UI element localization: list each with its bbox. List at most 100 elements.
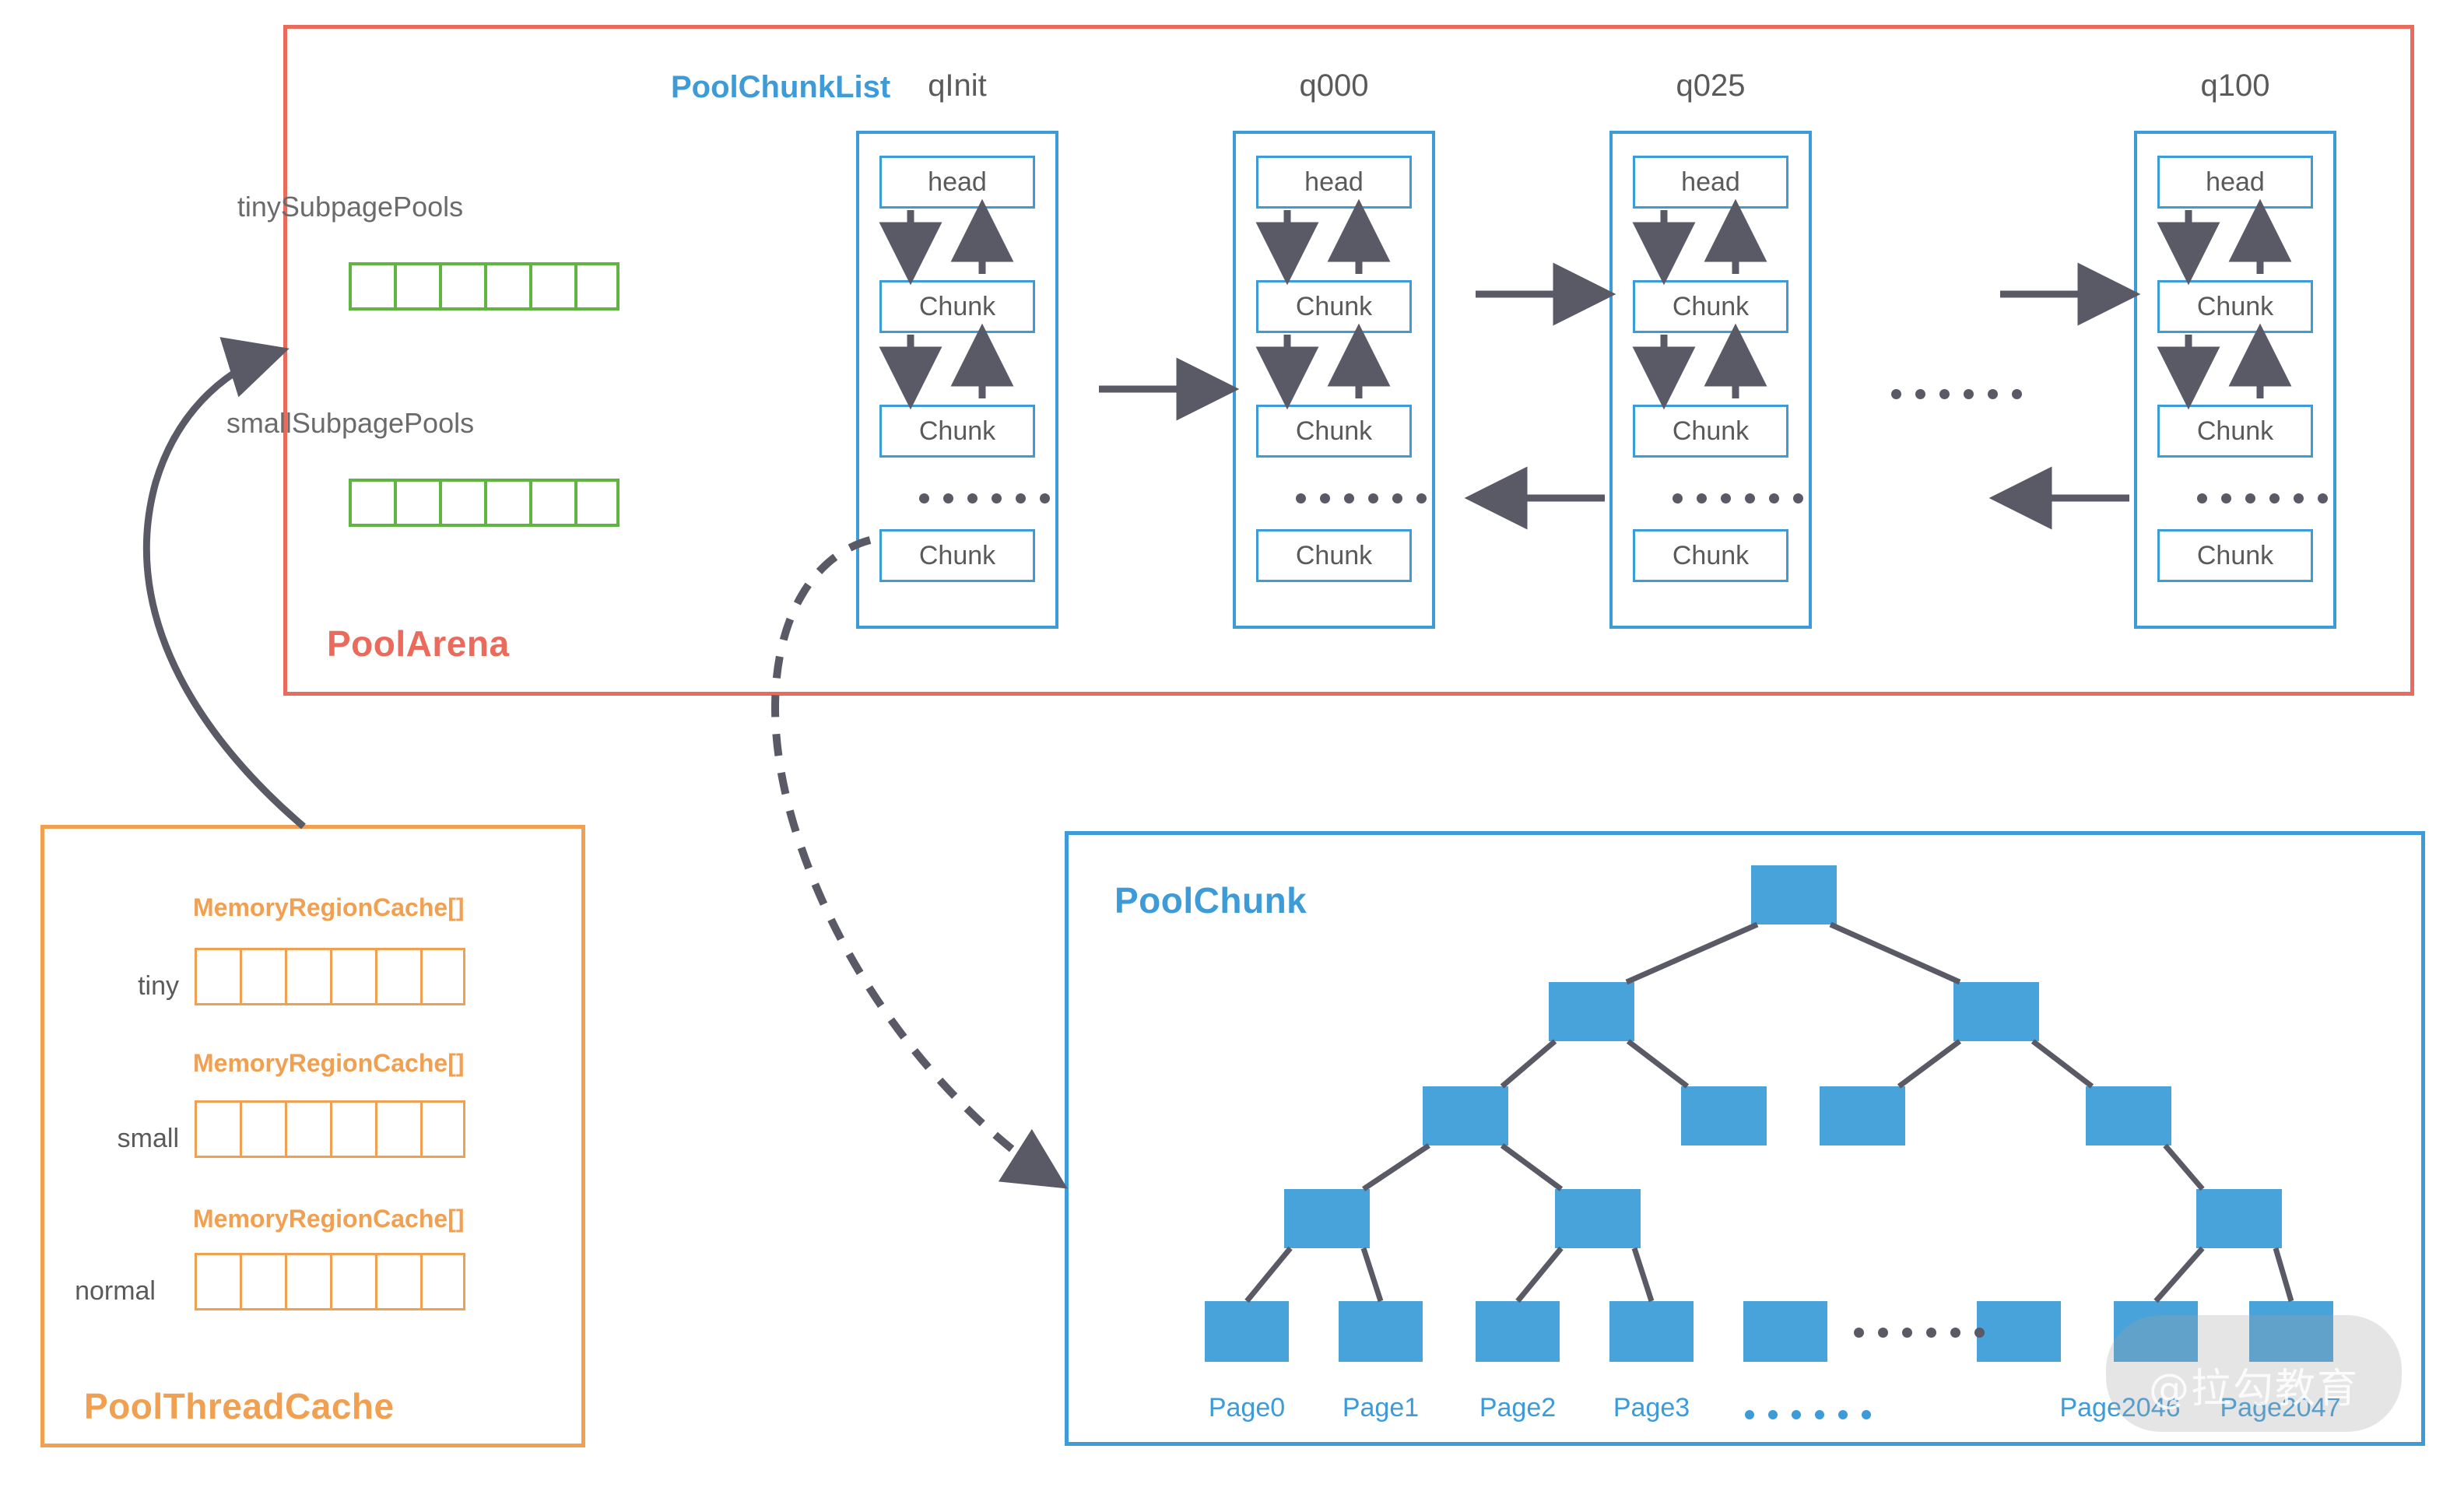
subpage-cell (349, 262, 394, 310)
small-subpage-pools-array (349, 479, 620, 527)
tiny-subpage-pools-array (349, 262, 620, 310)
column-header-q025: q025 (1676, 68, 1746, 103)
tree-node-l3 (2196, 1189, 2282, 1248)
column-ellipsis (1296, 493, 1427, 503)
subpage-cell (574, 262, 620, 310)
watermark-text: @拉勾教育 (2148, 1366, 2359, 1412)
cache-cell (240, 1253, 285, 1310)
cache-cell (330, 1100, 375, 1158)
node-head: head (1256, 156, 1412, 209)
tree-node-l2 (2086, 1086, 2171, 1145)
page-label-page2046: Page2046 (2059, 1393, 2181, 1423)
tree-node-l2 (1820, 1086, 1905, 1145)
cache-cell (240, 948, 285, 1005)
row-label-normal: normal (75, 1276, 156, 1306)
cache-cell (420, 1253, 465, 1310)
cache-cell (375, 1253, 420, 1310)
chunk-list-column-q100 (2134, 131, 2336, 629)
cache-cell (330, 1253, 375, 1310)
cache-cell (195, 1253, 240, 1310)
tree-node-page1 (1339, 1301, 1423, 1362)
columns-gap-ellipsis (1891, 389, 2022, 399)
subpage-cell (439, 479, 484, 527)
subpage-cell (484, 479, 529, 527)
pool-arena-title: PoolArena (327, 623, 510, 664)
memory-region-cache-array-tiny (195, 948, 465, 1005)
cache-cell (330, 948, 375, 1005)
tree-node-page0 (1205, 1301, 1289, 1362)
watermark-pill (2106, 1315, 2402, 1432)
small-subpage-pools-label: smallSubpagePools (226, 407, 475, 439)
node-chunk-tail: Chunk (1633, 529, 1788, 582)
node-chunk: Chunk (2157, 405, 2313, 458)
cache-cell (285, 1100, 330, 1158)
column-ellipsis (919, 493, 1050, 503)
tree-node-l1 (1953, 982, 2039, 1041)
memory-region-cache-array-normal (195, 1253, 465, 1310)
cache-cell (420, 1100, 465, 1158)
leaf-row-ellipsis (1854, 1328, 1985, 1338)
tree-node-page2046 (2114, 1301, 2198, 1362)
subpage-cell (349, 479, 394, 527)
subpage-cell (529, 262, 574, 310)
subpage-cell (484, 262, 529, 310)
node-head: head (1633, 156, 1788, 209)
node-chunk: Chunk (879, 280, 1035, 333)
cache-cell (375, 948, 420, 1005)
node-chunk: Chunk (2157, 280, 2313, 333)
pool-chunk-list-title: PoolChunkList (671, 70, 891, 104)
tree-node-page-n (1977, 1301, 2061, 1362)
page-label-page0: Page0 (1208, 1393, 1286, 1423)
tree-node-page4 (1743, 1301, 1827, 1362)
tree-node-l2 (1423, 1086, 1508, 1145)
node-chunk-tail: Chunk (2157, 529, 2313, 582)
node-chunk-tail: Chunk (879, 529, 1035, 582)
tree-node-l3 (1555, 1189, 1641, 1248)
node-chunk: Chunk (1256, 280, 1412, 333)
node-chunk: Chunk (1256, 405, 1412, 458)
chunk-list-column-q025 (1609, 131, 1812, 629)
subpage-cell (574, 479, 620, 527)
tree-node-page3 (1609, 1301, 1694, 1362)
tiny-subpage-pools-label: tinySubpagePools (237, 191, 464, 223)
tree-node-l3 (1284, 1189, 1370, 1248)
subpage-cell (529, 479, 574, 527)
node-head: head (879, 156, 1035, 209)
page-label-page1: Page1 (1342, 1393, 1420, 1423)
column-ellipsis (2197, 493, 2328, 503)
memory-region-cache-label-tiny: MemoryRegionCache[] (193, 893, 465, 921)
node-head: head (2157, 156, 2313, 209)
page-label-page3: Page3 (1613, 1393, 1690, 1423)
memory-region-cache-array-small (195, 1100, 465, 1158)
node-chunk: Chunk (1633, 405, 1788, 458)
tree-node-l2 (1681, 1086, 1767, 1145)
row-label-tiny: tiny (138, 971, 179, 1001)
memory-region-cache-label-small: MemoryRegionCache[] (193, 1049, 465, 1077)
page-label-ellipsis (1745, 1410, 1871, 1419)
node-chunk-tail: Chunk (1256, 529, 1412, 582)
node-chunk: Chunk (879, 405, 1035, 458)
subpage-cell (394, 262, 439, 310)
column-ellipsis (1673, 493, 1803, 503)
cache-cell (420, 948, 465, 1005)
pool-chunk-title: PoolChunk (1114, 880, 1307, 921)
pool-thread-cache-box (40, 825, 585, 1447)
row-label-small: small (117, 1124, 179, 1153)
tree-node-page2047 (2249, 1301, 2333, 1362)
memory-region-cache-label-normal: MemoryRegionCache[] (193, 1205, 465, 1233)
column-header-qinit: qInit (928, 68, 987, 103)
subpage-cell (394, 479, 439, 527)
cache-cell (285, 948, 330, 1005)
page-label-page2: Page2 (1479, 1393, 1557, 1423)
cache-cell (240, 1100, 285, 1158)
cache-cell (195, 1100, 240, 1158)
pool-thread-cache-title: PoolThreadCache (84, 1386, 395, 1426)
node-chunk: Chunk (1633, 280, 1788, 333)
column-header-q000: q000 (1299, 68, 1369, 103)
cache-cell (375, 1100, 420, 1158)
tree-node-page2 (1476, 1301, 1560, 1362)
column-header-q100: q100 (2200, 68, 2270, 103)
cache-cell (195, 948, 240, 1005)
cache-cell (285, 1253, 330, 1310)
